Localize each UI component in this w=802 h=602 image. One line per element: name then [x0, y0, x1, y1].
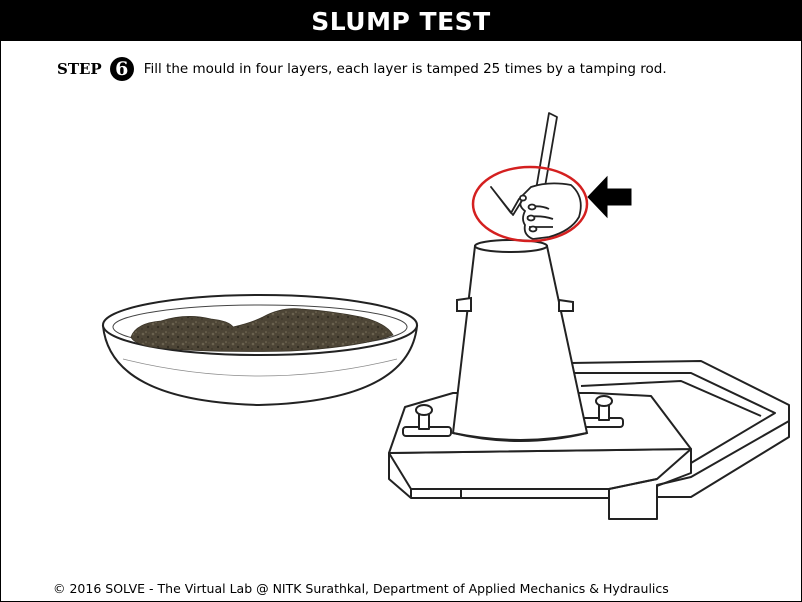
slump-cone — [451, 239, 589, 442]
footer-copyright: © 2016 SOLVE - The Virtual Lab @ NITK Su… — [53, 581, 669, 596]
arrow-left-icon — [587, 175, 632, 219]
base-plate — [388, 360, 790, 520]
step-number-badge: 6 — [109, 57, 134, 81]
page-title: SLUMP TEST — [1, 1, 801, 41]
step-label: STEP — [57, 60, 102, 78]
hand-with-tamping-rod — [490, 112, 582, 240]
mixing-tray — [101, 294, 419, 407]
step-instruction: STEP 6 Fill the mould in four layers, ea… — [57, 56, 667, 82]
highlight-circle — [471, 165, 589, 243]
concrete-mix — [130, 308, 394, 352]
step-text: Fill the mould in four layers, each laye… — [143, 61, 667, 77]
slump-test-illustration — [101, 112, 790, 520]
